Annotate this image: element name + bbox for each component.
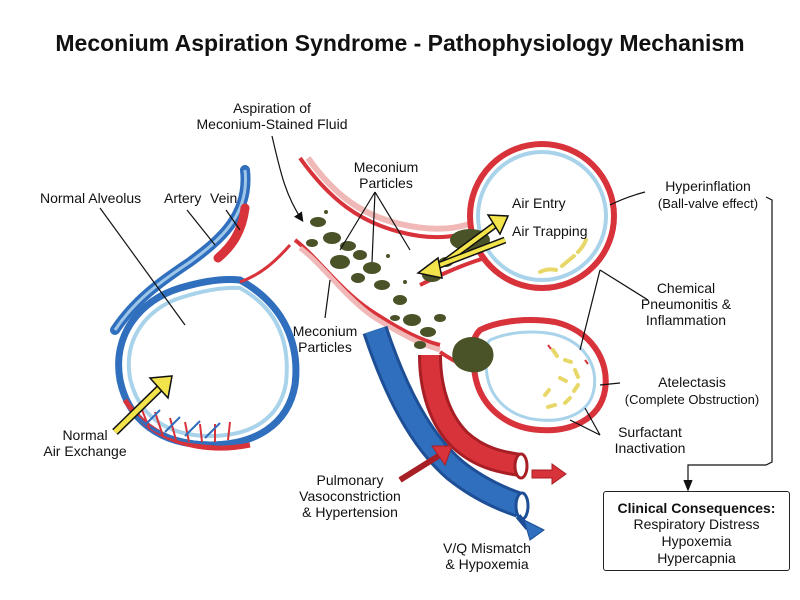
aspiration-label-2: Meconium-Stained Fluid [197,116,348,132]
hyperinflation-label: Hyperinflation [665,178,751,194]
air-entry-arrow [442,214,510,265]
chemical-label-1: Chemical [657,280,715,296]
air-entry-label: Air Entry [512,195,566,211]
atelectasis-label: Atelectasis [658,374,726,390]
clinical-consequences-title: Clinical Consequences: [617,500,776,516]
surfactant-label-2: Inactivation [615,440,686,456]
leader-lines [99,135,773,492]
chemical-label-2: Pneumonitis & [641,296,732,312]
clinical-item: Respiratory Distress [633,516,760,532]
normal-air-label-1: Normal [62,427,107,443]
chemical-label-3: Inflammation [646,312,726,328]
normal-alveolus-label: Normal Alveolus [40,190,141,206]
clinical-item: Hypercapnia [657,550,736,566]
hyperinflated-alveolus [450,141,617,291]
normal-air-label-2: Air Exchange [43,443,126,459]
meconium-top-label-1: Meconium [354,159,419,175]
atelectatic-alveolus [452,317,609,434]
pulmonary-label-3: & Hypertension [302,504,398,520]
air-trapping-label: Air Trapping [512,223,587,239]
page-title: Meconium Aspiration Syndrome - Pathophys… [55,30,745,56]
pulmonary-vessels [362,325,567,541]
vq-label-1: V/Q Mismatch [443,540,531,556]
air-trapping-arrow [416,236,507,279]
meconium-top-label-2: Particles [359,175,413,191]
labels: Aspiration of Meconium-Stained Fluid Mec… [40,100,759,572]
pulmonary-label-2: Vasoconstriction [299,488,401,504]
pulmonary-label-1: Pulmonary [317,472,384,488]
complete-obstruction-label: (Complete Obstruction) [625,392,759,407]
ball-valve-label: (Ball-valve effect) [658,196,758,211]
aspiration-label-1: Aspiration of [233,100,311,116]
artery-label: Artery [164,190,201,206]
meconium-mid-label-2: Particles [298,339,352,355]
vein-label: Vein [210,190,237,206]
surfactant-label-1: Surfactant [618,424,682,440]
meconium-mid-label-1: Meconium [293,323,358,339]
vasoconstriction-arrow [398,445,453,483]
clinical-item: Hypoxemia [661,533,732,549]
normal-air-arrow [112,375,173,435]
vq-label-2: & Hypoxemia [445,556,528,572]
clinical-consequences-box: Clinical Consequences: Respiratory Distr… [603,491,790,571]
